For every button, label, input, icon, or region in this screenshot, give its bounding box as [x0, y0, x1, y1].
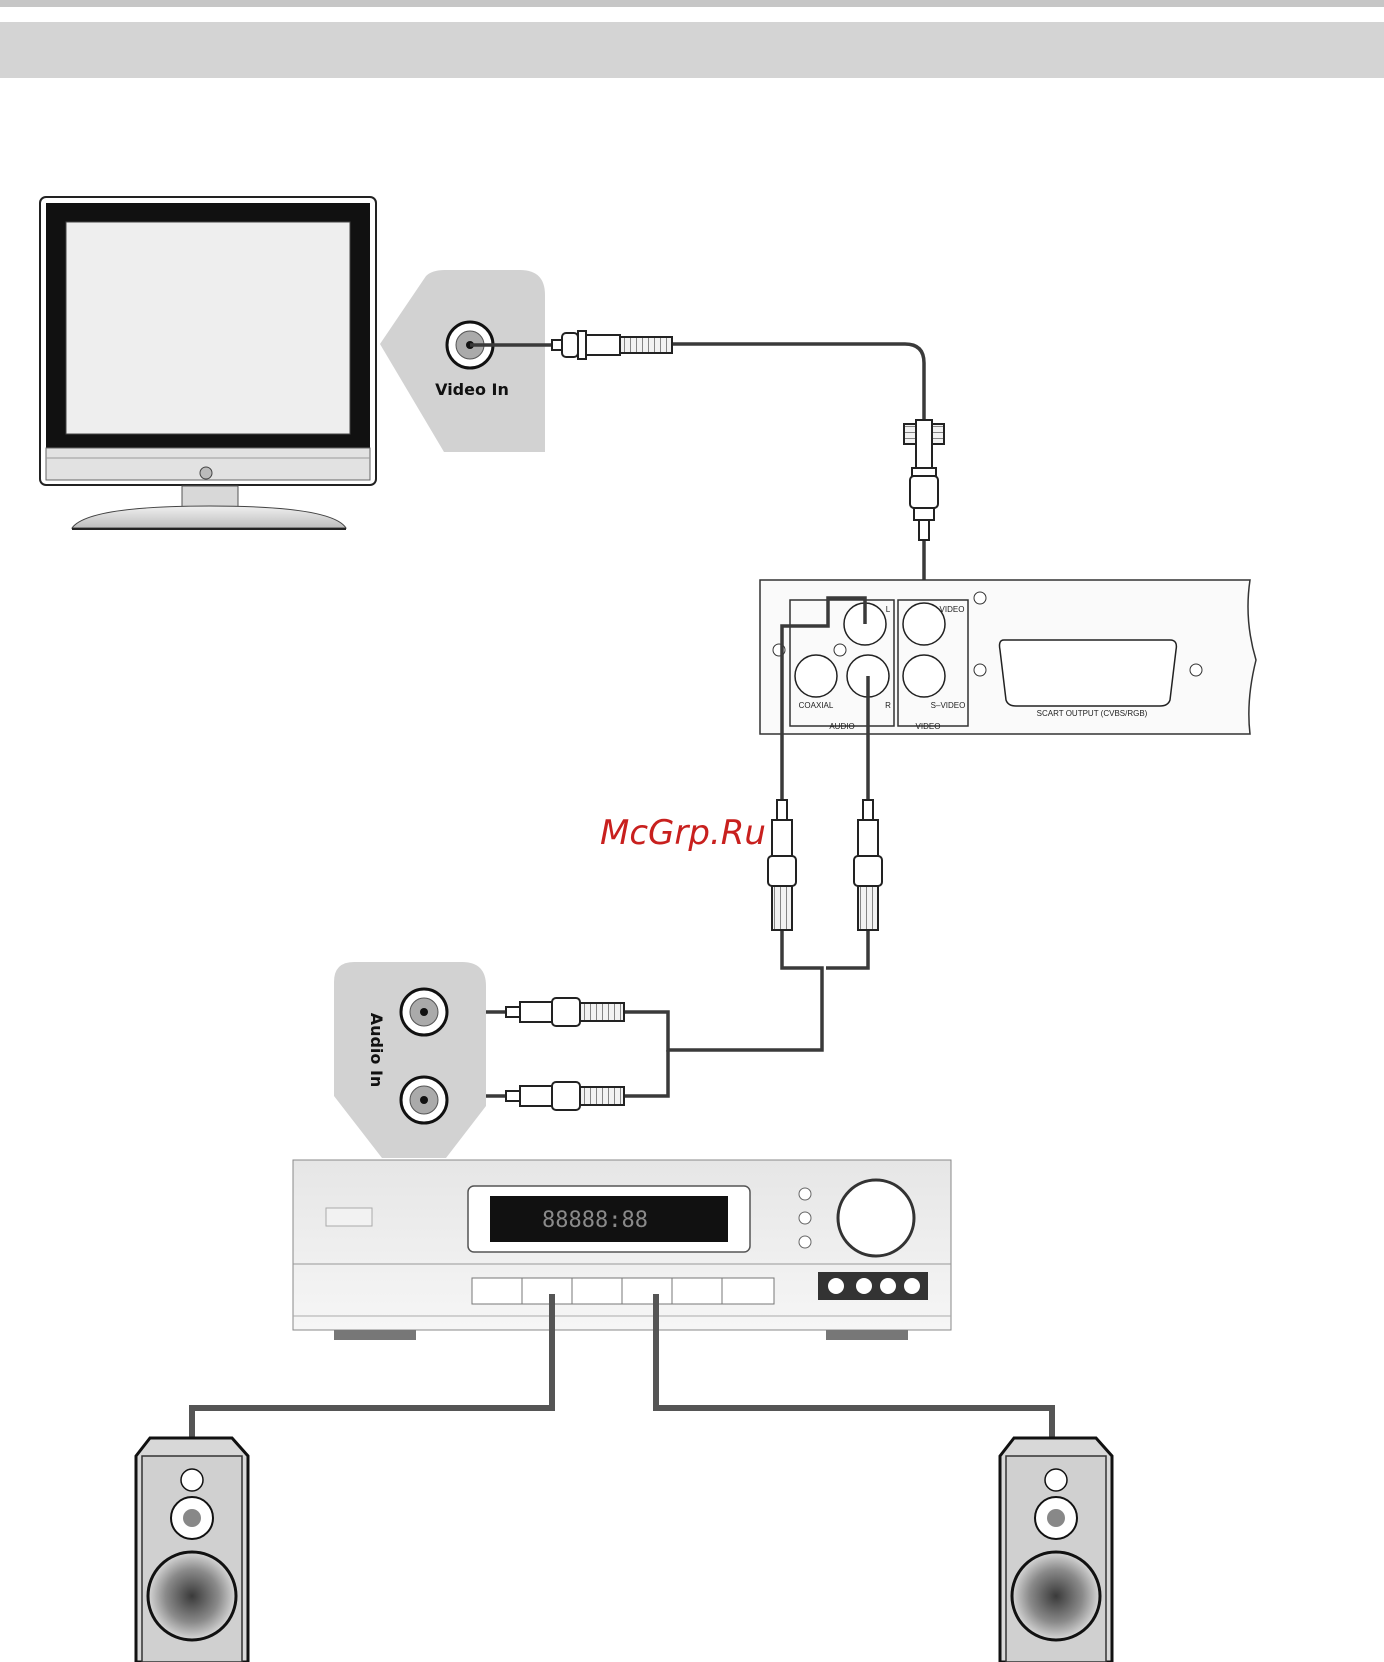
rca-plug-icon	[552, 331, 672, 359]
speaker-right	[1000, 1438, 1112, 1662]
label-video-top: VIDEO	[940, 605, 965, 614]
woofer-icon	[1012, 1552, 1100, 1640]
rca-plug-icon	[506, 998, 624, 1026]
label-video-group: VIDEO	[916, 722, 941, 731]
watermark: McGrp.Ru	[600, 813, 766, 853]
tv-video-in-callout: Video In	[380, 270, 545, 452]
rca-plug-icon	[854, 800, 882, 930]
label-l: L	[886, 605, 891, 614]
amp-audio-in-callout: Audio In	[334, 962, 486, 1158]
video-in-label: Video In	[435, 380, 509, 399]
audio-in-label: Audio In	[367, 1013, 386, 1088]
rca-plug-icon	[506, 1082, 624, 1110]
top-rule	[0, 0, 1384, 7]
tv-power-button	[200, 467, 212, 479]
amplifier: 88888:88	[293, 1160, 951, 1340]
label-scart: SCART OUTPUT (CVBS/RGB)	[1037, 709, 1148, 718]
coaxial-jack-icon	[795, 655, 837, 697]
svideo-jack-icon	[903, 655, 945, 697]
woofer-icon	[148, 1552, 236, 1640]
label-coaxial: COAXIAL	[799, 701, 834, 710]
label-svideo: S–VIDEO	[931, 701, 966, 710]
scart-connector-icon	[1000, 640, 1177, 706]
rca-plug-icon	[768, 800, 796, 930]
label-r: R	[885, 701, 891, 710]
dvd-rear-panel: L R COAXIAL AUDIO VIDEO S–VIDEO VIDEO SC…	[760, 580, 1256, 734]
tv-monitor	[40, 197, 376, 529]
tv-screen	[66, 222, 350, 434]
speaker-left	[136, 1438, 248, 1662]
header-band	[0, 22, 1384, 78]
tv-stand	[72, 506, 346, 528]
label-audio: AUDIO	[829, 722, 854, 731]
volume-knob-icon	[838, 1180, 914, 1256]
amp-display: 88888:88	[542, 1208, 648, 1233]
rca-plug-icon	[904, 420, 944, 540]
